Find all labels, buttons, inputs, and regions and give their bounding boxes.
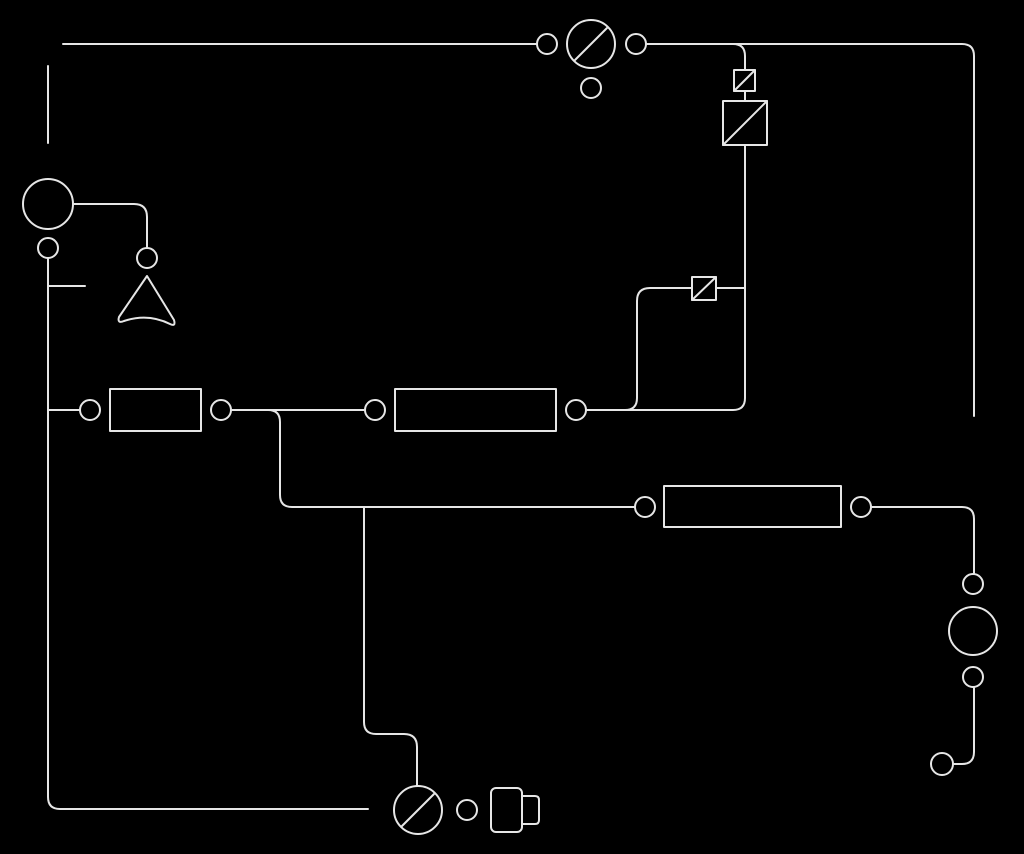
pipe-top-to-small-filter [646, 43, 746, 71]
small-filter-top-box [733, 69, 756, 92]
connector-plug[interactable] [490, 787, 540, 833]
pump-right-port-bottom[interactable] [962, 666, 984, 688]
small-filter-mid[interactable] [691, 276, 717, 301]
spray-nozzle[interactable] [117, 275, 176, 326]
small-filter-mid-box [691, 276, 717, 301]
bottom-valve-body [393, 785, 443, 835]
top-valve[interactable] [566, 19, 616, 69]
pipe-network [47, 43, 975, 810]
connector-plug-body [490, 787, 523, 833]
top-valve-slash [574, 27, 608, 61]
pump-left[interactable] [22, 178, 74, 230]
pipe-mid-filter-loop [624, 287, 693, 411]
pipe-pump-to-nozzle [73, 203, 148, 248]
filter-element-box [722, 100, 768, 146]
module-c-port-right[interactable] [850, 496, 872, 518]
connector-plug-tip [521, 795, 540, 825]
module-b-port-right[interactable] [565, 399, 587, 421]
pipe-pump-right-down [952, 687, 975, 765]
nozzle-port[interactable] [136, 247, 158, 269]
pump-left-port[interactable] [37, 237, 59, 259]
module-c-port-left[interactable] [634, 496, 656, 518]
filter-element-large[interactable] [722, 100, 768, 146]
right-terminal-port[interactable] [930, 752, 954, 776]
top-valve-port-left[interactable] [536, 33, 558, 55]
pipe-module-c-right [870, 506, 975, 574]
pump-right-port-top[interactable] [962, 573, 984, 595]
top-valve-body [566, 19, 616, 69]
pump-right[interactable] [948, 606, 998, 656]
small-filter-top[interactable] [733, 69, 756, 92]
small-filter-mid-diagonal [691, 276, 717, 301]
pipe-to-bottom-valve [363, 506, 418, 787]
bottom-valve-slash [401, 793, 435, 827]
top-valve-port-bottom[interactable] [580, 77, 602, 99]
pipe-top-right [646, 43, 975, 417]
filter-element-diagonal [722, 100, 768, 146]
module-b[interactable] [394, 388, 557, 432]
bottom-valve[interactable] [393, 785, 443, 835]
module-a-port-left[interactable] [79, 399, 101, 421]
module-b-port-left[interactable] [364, 399, 386, 421]
module-a[interactable] [109, 388, 202, 432]
module-c[interactable] [663, 485, 842, 528]
module-a-port-right[interactable] [210, 399, 232, 421]
pipe-filter-vertical [586, 144, 746, 411]
small-filter-top-diagonal [733, 69, 756, 92]
bottom-valve-port[interactable] [456, 799, 478, 821]
pipe-left-main-vertical [47, 258, 369, 810]
top-valve-port-right[interactable] [625, 33, 647, 55]
pipe-branch-down [267, 409, 635, 508]
